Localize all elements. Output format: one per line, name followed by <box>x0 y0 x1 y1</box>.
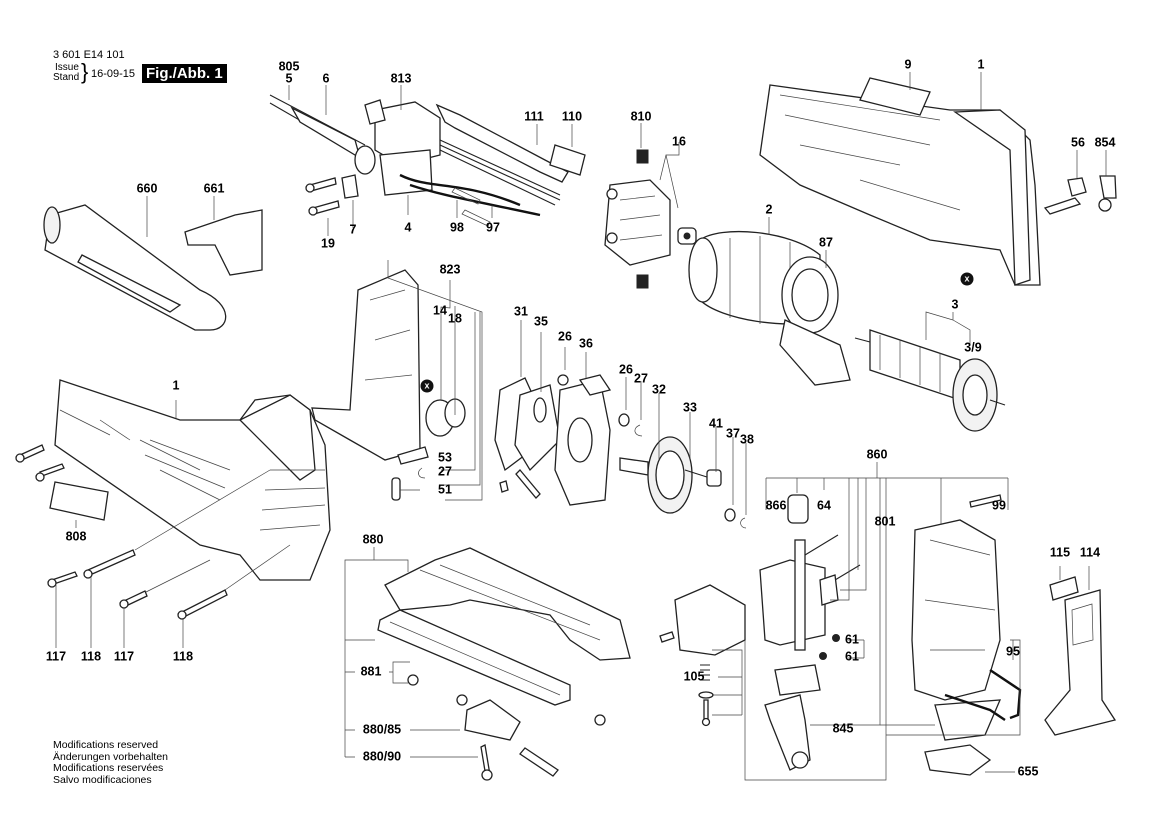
blade-holder-parts <box>1044 576 1117 736</box>
part-label: 31 <box>514 304 528 319</box>
switch-813 <box>354 99 561 227</box>
power-cable <box>269 94 366 160</box>
lower-housing <box>911 494 1022 776</box>
part-label: 810 <box>630 109 652 124</box>
switch-lock-parts <box>1043 175 1117 215</box>
switch-lever-111 <box>435 103 569 183</box>
note-en: Modifications reserved <box>53 739 159 751</box>
part-label: 95 <box>1006 644 1020 659</box>
issue-label-en: Issue <box>55 62 79 73</box>
note-es: Salvo modificaciones <box>53 773 152 786</box>
part-label: 3 <box>951 297 959 312</box>
fan-baffle <box>779 256 851 386</box>
part-label: 38 <box>740 432 754 447</box>
part-label: 1 <box>977 57 985 72</box>
blade-guide <box>659 584 746 727</box>
brush-holder <box>604 149 697 289</box>
gear-housing <box>311 269 466 501</box>
part-label: 99 <box>992 498 1006 513</box>
part-label: 61 <box>845 649 859 664</box>
part-label: 5 <box>285 71 293 86</box>
part-label: 33 <box>683 400 697 415</box>
part-label: 27 <box>634 371 648 386</box>
part-label: 26 <box>558 329 572 344</box>
part-label: 19 <box>321 236 335 251</box>
part-label: 56 <box>1071 135 1085 150</box>
part-label: 87 <box>819 235 833 250</box>
part-label: 880/90 <box>362 749 402 764</box>
part-label: 41 <box>709 416 723 431</box>
part-label: 110 <box>561 109 583 124</box>
part-label: 118 <box>80 649 102 664</box>
part-label: 117 <box>45 649 67 664</box>
part-label: 655 <box>1017 764 1039 779</box>
note-de: Änderungen vorbehalten <box>53 750 169 763</box>
part-label: 16 <box>672 134 686 149</box>
modifications-note: Modifications reserved Änderungen vorbeh… <box>53 739 169 786</box>
gear-assembly <box>494 374 747 529</box>
part-label: 881 <box>360 664 382 679</box>
part-label: 98 <box>450 220 464 235</box>
part-label: 114 <box>1079 545 1101 560</box>
issue-date: 16-09-15 <box>91 68 136 80</box>
part-label: 64 <box>817 498 831 513</box>
part-label: 118 <box>172 649 194 664</box>
part-label: 51 <box>438 482 452 497</box>
x-marker-left: x <box>420 379 434 393</box>
part-label: 860 <box>866 447 888 462</box>
part-label: 105 <box>683 669 705 684</box>
part-label: 1 <box>172 378 180 393</box>
part-label: 2 <box>765 202 773 217</box>
part-label: 880 <box>362 532 384 547</box>
part-label: 61 <box>845 632 859 647</box>
part-label: 660 <box>136 181 158 196</box>
figure-label: Fig./Abb. 1 <box>142 64 227 83</box>
part-label: 111 <box>524 109 544 124</box>
part-label: 813 <box>390 71 412 86</box>
base-plate <box>377 547 631 781</box>
button-110 <box>549 144 586 176</box>
part-label: 27 <box>438 464 452 479</box>
part-label: 37 <box>726 426 740 441</box>
part-label: 845 <box>832 721 854 736</box>
part-label: 808 <box>65 529 87 544</box>
dust-extraction-adapter <box>43 204 263 331</box>
part-label: 9 <box>904 57 912 72</box>
issue-label-de: Stand <box>53 72 80 83</box>
x-marker-right: x <box>960 272 974 286</box>
part-label: 97 <box>486 220 500 235</box>
part-label: 880/85 <box>362 722 402 737</box>
brace-symbol: } <box>81 59 89 84</box>
plunger-assembly <box>759 494 861 771</box>
housing-half-left <box>54 379 331 581</box>
housing-half-right <box>759 77 1041 286</box>
part-label: 4 <box>404 220 412 235</box>
part-label: 18 <box>448 311 462 326</box>
part-label: 53 <box>438 450 452 465</box>
part-label: 26 <box>619 362 633 377</box>
part-label: 805 <box>278 59 300 74</box>
armature <box>854 329 1006 432</box>
note-fr: Modifications reservées <box>53 762 164 774</box>
part-label: 823 <box>439 262 461 277</box>
part-label: 32 <box>652 382 666 397</box>
part-label: 36 <box>579 336 593 351</box>
part-label: 6 <box>322 71 330 86</box>
part-label: 35 <box>534 314 548 329</box>
part-label: 115 <box>1049 545 1071 560</box>
part-label: 3/9 <box>964 340 982 355</box>
cable-clamp-screws <box>305 174 359 216</box>
part-label: 661 <box>203 181 225 196</box>
part-label: 117 <box>113 649 135 664</box>
housing-screws <box>15 444 291 620</box>
leader-lines <box>55 72 1107 781</box>
part-label: 801 <box>874 514 896 529</box>
part-label: 7 <box>349 222 357 237</box>
part-number: 3 601 E14 101 <box>53 49 125 61</box>
part-label: 854 <box>1094 135 1116 150</box>
part-label: 14 <box>433 303 447 318</box>
part-label: 866 <box>765 498 787 513</box>
